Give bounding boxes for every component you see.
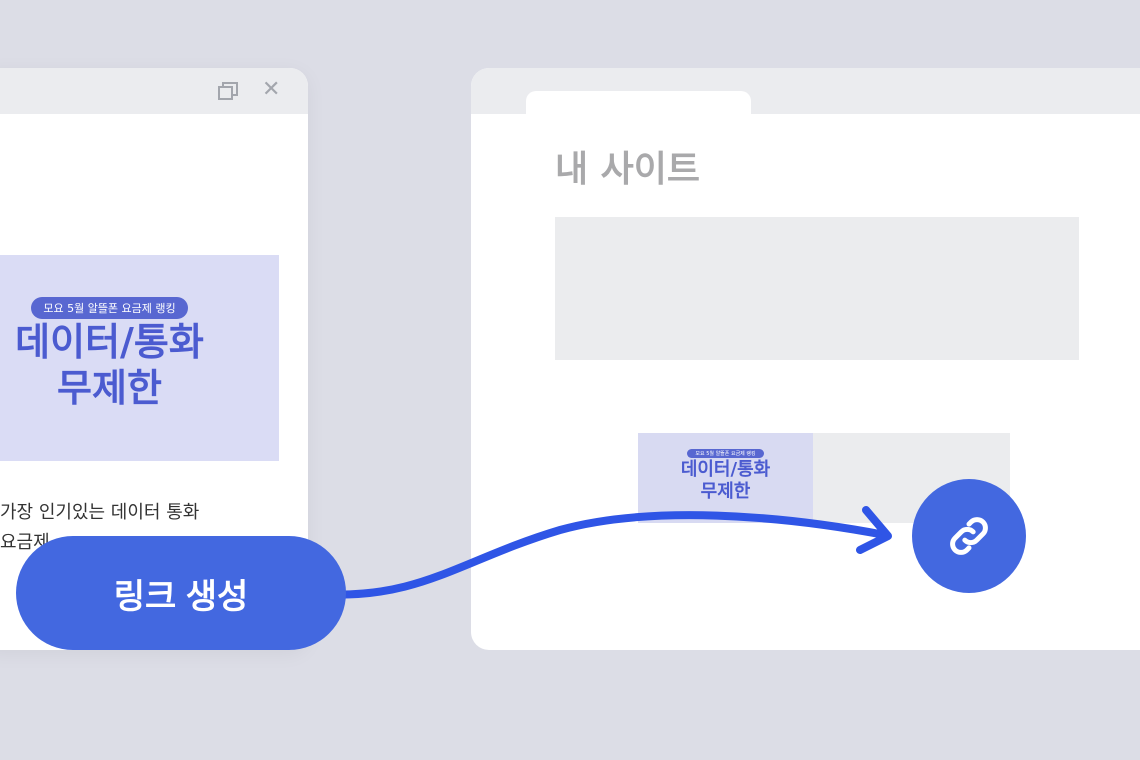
generate-link-button[interactable]: 링크 생성 (16, 536, 346, 650)
card-title-line1: 데이터/통화 (680, 459, 771, 480)
placeholder-block (555, 217, 1079, 360)
window-titlebar: ✕ (0, 68, 308, 114)
card-badge: 모요 5월 알뜰폰 요금제 랭킹 (687, 449, 764, 458)
banner-badge: 모요 5월 알뜰폰 요금제 랭킹 (31, 297, 188, 319)
restore-icon[interactable] (218, 82, 238, 100)
description: 가장 인기있는 데이터 통화 요금제 (0, 498, 199, 558)
link-icon-badge (912, 479, 1026, 593)
my-site-window: 내 사이트 모요 5월 알뜰폰 요금제 랭킹 데이터/통화 무제한 (471, 68, 1140, 650)
link-preview-card[interactable]: 모요 5월 알뜰폰 요금제 랭킹 데이터/통화 무제한 (638, 433, 1010, 523)
card-thumbnail: 모요 5월 알뜰폰 요금제 랭킹 데이터/통화 무제한 (638, 433, 813, 523)
link-icon (950, 517, 988, 555)
browser-tab[interactable] (526, 91, 751, 115)
banner-title-line2: 무제한 (57, 366, 162, 410)
close-icon[interactable]: ✕ (262, 77, 281, 102)
source-window: ✕ 모요 5월 알뜰폰 요금제 랭킹 데이터/통화 무제한 가장 인기있는 데이… (0, 68, 308, 650)
description-line1: 가장 인기있는 데이터 통화 (0, 502, 200, 523)
promo-banner: 모요 5월 알뜰폰 요금제 랭킹 데이터/통화 무제한 (0, 255, 279, 461)
banner-title-line1: 데이터/통화 (15, 320, 204, 364)
site-title: 내 사이트 (555, 149, 701, 190)
card-title-line2: 무제한 (700, 481, 751, 502)
window-titlebar (471, 68, 1140, 115)
